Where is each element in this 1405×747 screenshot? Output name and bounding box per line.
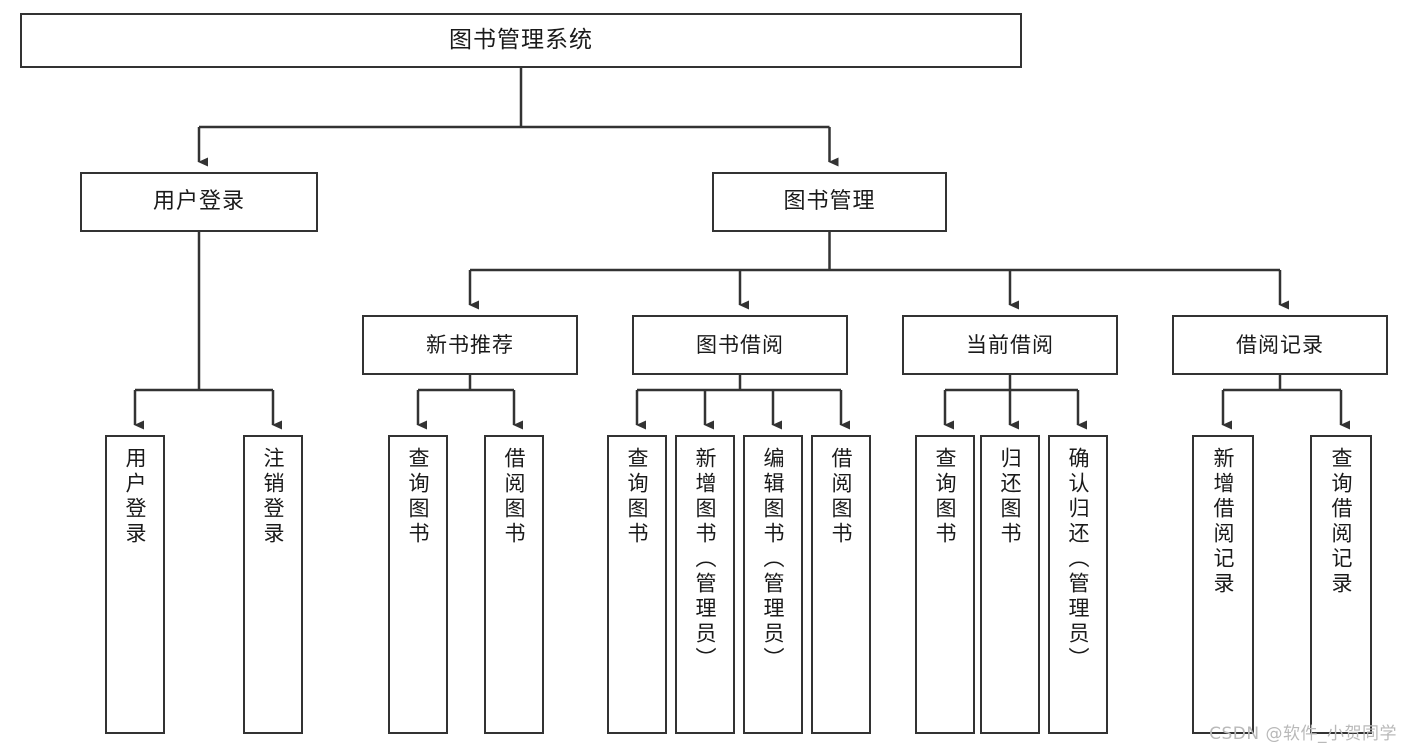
node-label: 借阅图书 — [502, 447, 527, 547]
node-label: 用户登录 — [152, 189, 245, 215]
node-label: 当前借阅 — [966, 332, 1054, 357]
node-label: 借阅图书 — [829, 447, 854, 547]
node-book-manage[interactable]: 图书管理 — [712, 172, 947, 232]
node-leaf-query-book-1[interactable]: 查询图书 — [388, 435, 448, 734]
node-leaf-query-book-3[interactable]: 查询图书 — [915, 435, 975, 734]
node-label: 新书推荐 — [426, 332, 514, 357]
node-leaf-return-book[interactable]: 归还图书 — [980, 435, 1040, 734]
node-label: 图书管理系统 — [449, 26, 593, 53]
node-label: 查询图书 — [933, 447, 958, 547]
node-label: 注销登录 — [261, 447, 286, 547]
node-leaf-query-book-2[interactable]: 查询图书 — [607, 435, 667, 734]
node-label: 用户登录 — [123, 447, 148, 547]
node-leaf-confirm-return[interactable]: 确认归还（管理员） — [1048, 435, 1108, 734]
node-user-login[interactable]: 用户登录 — [80, 172, 318, 232]
node-label: 新增借阅记录 — [1211, 447, 1236, 597]
node-current-borrow[interactable]: 当前借阅 — [902, 315, 1118, 375]
node-leaf-edit-book[interactable]: 编辑图书（管理员） — [743, 435, 803, 734]
node-book-borrow[interactable]: 图书借阅 — [632, 315, 848, 375]
node-label: 图书借阅 — [696, 332, 784, 357]
node-leaf-logout-login[interactable]: 注销登录 — [243, 435, 303, 734]
node-leaf-add-book[interactable]: 新增图书（管理员） — [675, 435, 735, 734]
node-label: 查询图书 — [625, 447, 650, 547]
node-leaf-borrow-book-1[interactable]: 借阅图书 — [484, 435, 544, 734]
node-leaf-add-record[interactable]: 新增借阅记录 — [1192, 435, 1254, 734]
node-borrow-record[interactable]: 借阅记录 — [1172, 315, 1388, 375]
node-label: 查询借阅记录 — [1329, 447, 1354, 597]
node-label: 借阅记录 — [1236, 332, 1324, 357]
node-label: 图书管理 — [783, 189, 876, 215]
csdn-watermark: CSDN @软件_小贺同学 — [1209, 724, 1397, 744]
node-root[interactable]: 图书管理系统 — [20, 13, 1022, 68]
node-label: 查询图书 — [406, 447, 431, 547]
node-label: 新增图书（管理员） — [693, 447, 718, 672]
node-label: 编辑图书（管理员） — [761, 447, 786, 672]
node-leaf-query-record[interactable]: 查询借阅记录 — [1310, 435, 1372, 734]
node-leaf-borrow-book-2[interactable]: 借阅图书 — [811, 435, 871, 734]
node-label: 归还图书 — [998, 447, 1023, 547]
node-label: 确认归还（管理员） — [1066, 447, 1091, 672]
node-leaf-user-login[interactable]: 用户登录 — [105, 435, 165, 734]
node-new-book-rec[interactable]: 新书推荐 — [362, 315, 578, 375]
